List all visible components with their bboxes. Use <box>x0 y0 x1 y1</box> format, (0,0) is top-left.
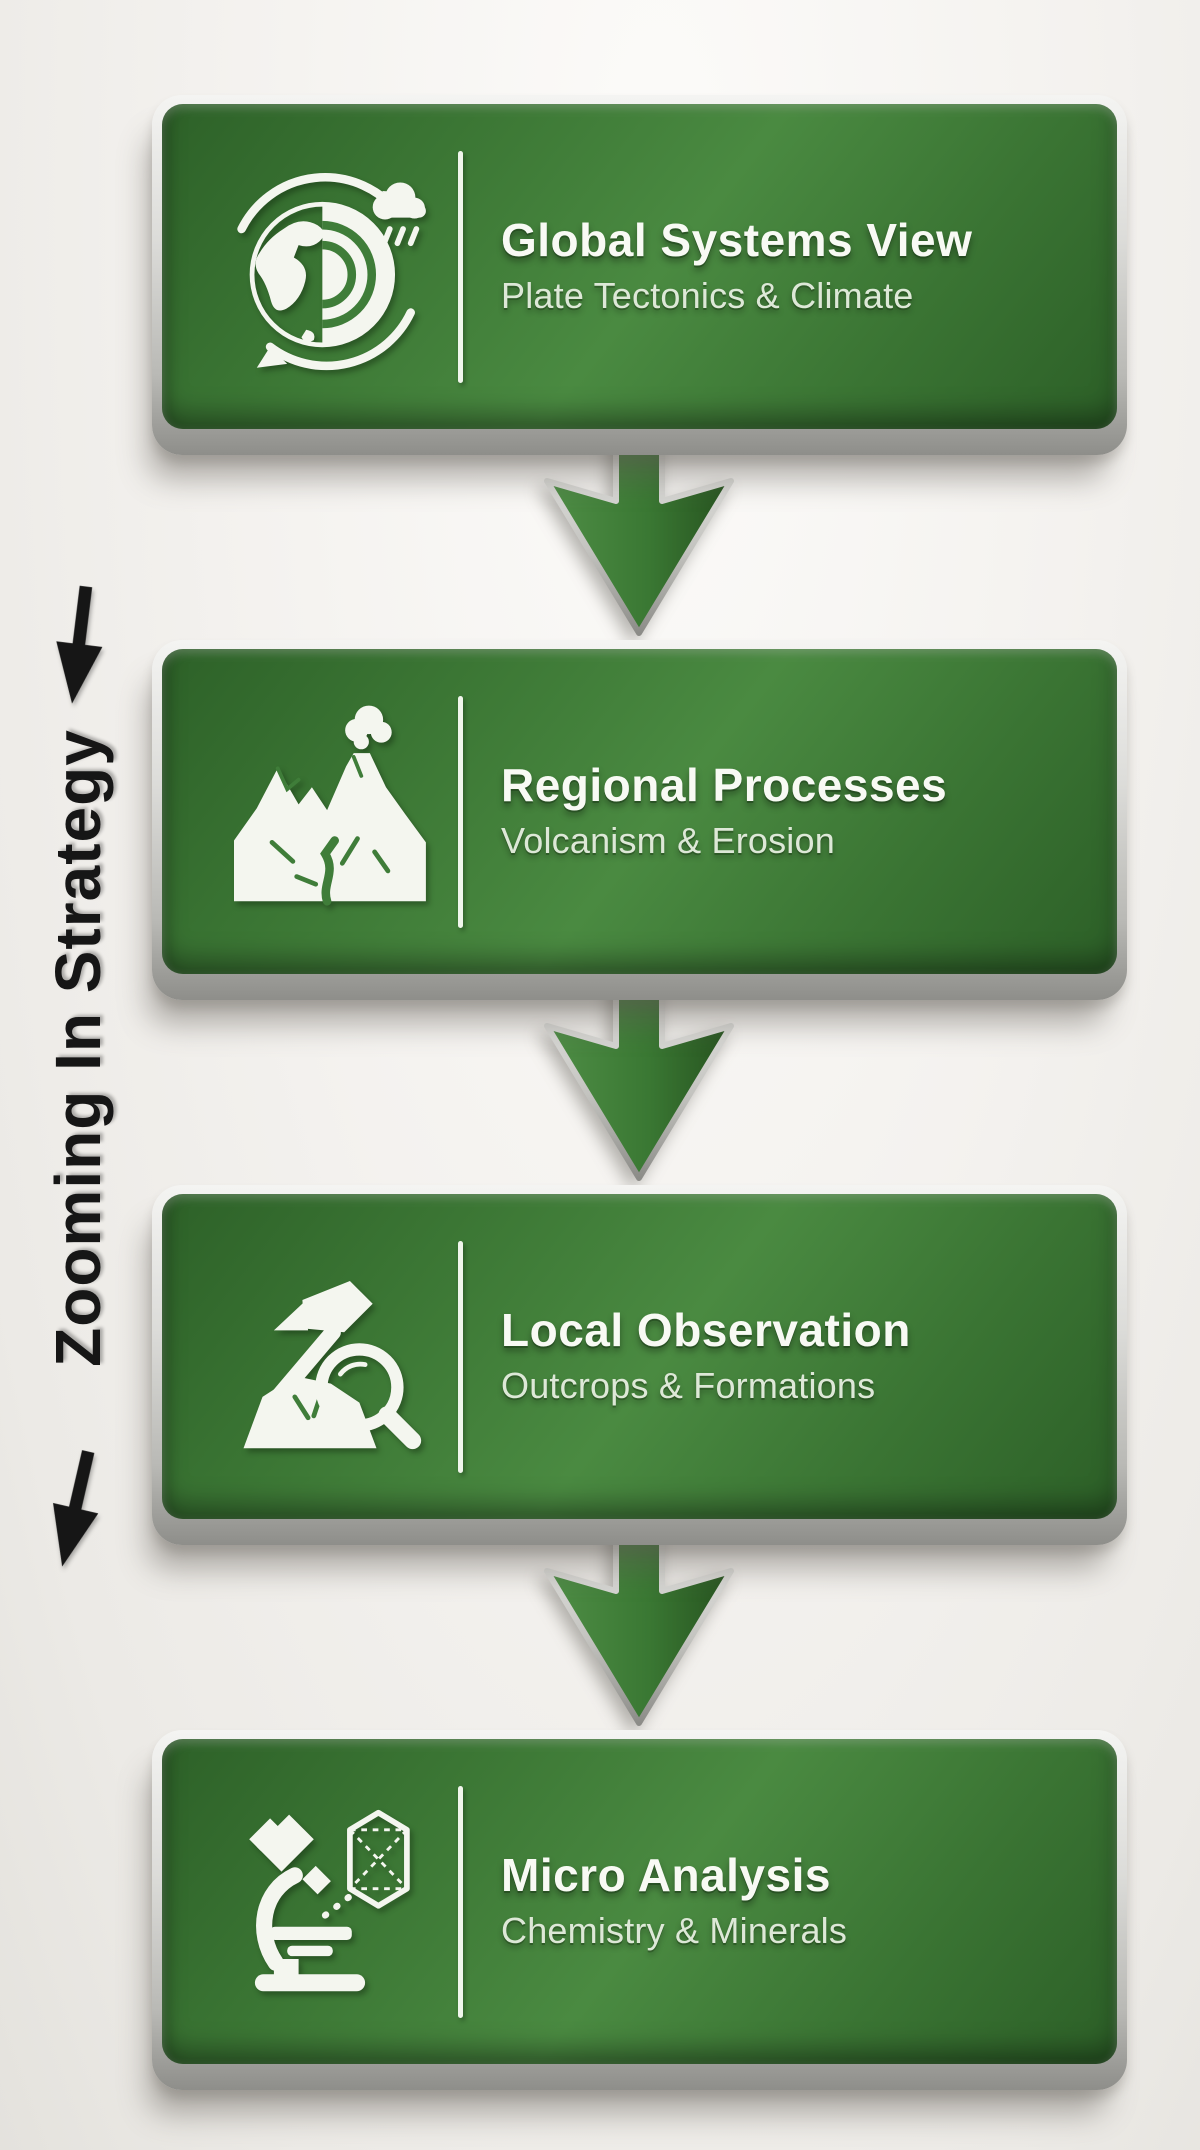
divider-line <box>458 1240 463 1473</box>
step-box-regional-processes: Regional Processes Volcanism & Erosion <box>152 640 1127 1000</box>
text-zone: Micro Analysis Chemistry & Minerals <box>501 1851 847 1951</box>
hammer-magnifier-icon <box>243 1280 422 1449</box>
divider-line <box>458 1785 463 2018</box>
earth-layers-icon <box>237 172 426 370</box>
step-subtitle: Volcanism & Erosion <box>501 819 835 861</box>
text-zone: Local Observation Outcrops & Formations <box>501 1306 911 1406</box>
volcano-erosion-icon <box>234 705 426 906</box>
divider-line <box>458 150 463 383</box>
step-title: Local Observation <box>501 1304 911 1357</box>
step-title: Global Systems View <box>501 214 973 267</box>
step-title: Micro Analysis <box>501 1849 831 1902</box>
step-box-micro-analysis: Micro Analysis Chemistry & Minerals <box>152 1730 1127 2090</box>
icon-zone <box>204 153 454 381</box>
microscope-crystal-icon <box>249 1809 410 1991</box>
step-subtitle: Plate Tectonics & Climate <box>501 274 914 316</box>
step-panel: Global Systems View Plate Tectonics & Cl… <box>162 104 1117 429</box>
step-panel: Micro Analysis Chemistry & Minerals <box>162 1739 1117 2064</box>
step-subtitle: Chemistry & Minerals <box>501 1909 848 1951</box>
down-arrow-icon <box>53 1450 99 1567</box>
icon-zone <box>204 1788 454 2016</box>
divider-line <box>458 695 463 928</box>
down-arrow-connector <box>544 1515 734 1726</box>
step-box-global-systems: Global Systems View Plate Tectonics & Cl… <box>152 95 1127 455</box>
down-arrow-icon <box>56 585 103 704</box>
side-label: Zooming In Strategy <box>42 729 114 1367</box>
text-zone: Regional Processes Volcanism & Erosion <box>501 761 947 861</box>
icon-zone <box>204 1243 454 1471</box>
step-panel: Local Observation Outcrops & Formations <box>162 1194 1117 1519</box>
step-title: Regional Processes <box>501 759 948 812</box>
step-panel: Regional Processes Volcanism & Erosion <box>162 649 1117 974</box>
step-subtitle: Outcrops & Formations <box>501 1364 876 1406</box>
down-arrow-connector <box>544 425 734 636</box>
step-box-local-observation: Local Observation Outcrops & Formations <box>152 1185 1127 1545</box>
down-arrow-connector <box>544 970 734 1181</box>
text-zone: Global Systems View Plate Tectonics & Cl… <box>501 216 972 316</box>
icon-zone <box>204 698 454 926</box>
